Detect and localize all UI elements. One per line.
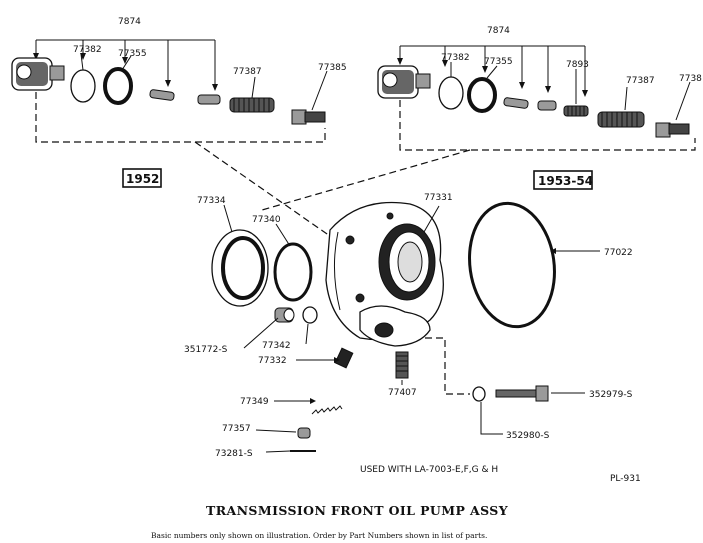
dashed-line-from-left-group bbox=[194, 141, 351, 251]
left-bracket-arrow-3 bbox=[122, 57, 128, 64]
diagram-title: TRANSMISSION FRONT OIL PUMP ASSY bbox=[206, 503, 509, 518]
leader-352980-s bbox=[480, 402, 503, 435]
label-77407: 77407 bbox=[388, 388, 417, 398]
right-valve-plug bbox=[377, 65, 431, 99]
label-77385-left: 77385 bbox=[318, 63, 347, 73]
left-bracket-arrow-4 bbox=[165, 80, 171, 87]
left-valve bbox=[197, 94, 221, 105]
left-oring bbox=[103, 67, 133, 105]
gasket-77342 bbox=[302, 306, 318, 324]
left-dashed-enclosure bbox=[35, 92, 326, 143]
right-spring bbox=[597, 111, 645, 128]
left-bracket-arrow-5 bbox=[212, 84, 218, 91]
label-77355-left: 77355 bbox=[118, 49, 147, 59]
oil-seal-ring-77340 bbox=[273, 242, 313, 302]
left-screw bbox=[291, 109, 326, 125]
label-352980-s: 352980-S bbox=[506, 431, 550, 441]
left-seal-ring bbox=[70, 69, 96, 103]
arrow-77349 bbox=[310, 398, 316, 404]
leader-351772-s bbox=[243, 317, 279, 349]
right-bracket-arrow-3 bbox=[482, 66, 488, 73]
dashed-line-from-right-group bbox=[261, 149, 471, 211]
leader-77334 bbox=[223, 204, 233, 233]
label-77357: 77357 bbox=[222, 424, 251, 434]
arrow-77022 bbox=[550, 248, 556, 254]
right-bracket-arrow-6 bbox=[582, 90, 588, 97]
right-bracket-lines bbox=[399, 45, 586, 94]
leader-77387-left bbox=[251, 76, 256, 99]
footnote: Basic numbers only shown on illustration… bbox=[151, 531, 487, 540]
left-bracket-arrow-1 bbox=[33, 53, 39, 60]
left-spring bbox=[229, 97, 275, 113]
usage-note: USED WITH LA-7003-E,F,G & H bbox=[360, 465, 498, 475]
label-77355-right: 77355 bbox=[484, 57, 513, 67]
right-oring bbox=[467, 77, 497, 113]
svg-text:1953-54: 1953-54 bbox=[538, 174, 593, 188]
label-77022: 77022 bbox=[604, 248, 633, 258]
year-label-1953-54: 1953-54 bbox=[533, 170, 593, 190]
year-label-1952: 1952 bbox=[122, 168, 162, 188]
left-bracket-lines bbox=[35, 39, 216, 88]
leader-77340 bbox=[275, 223, 291, 247]
right-bracket-label: 7874 bbox=[487, 26, 510, 36]
bolt-352979-s bbox=[495, 385, 549, 402]
leader-77355-right bbox=[486, 65, 498, 79]
pump-body-77331 bbox=[325, 201, 444, 347]
label-77340: 77340 bbox=[252, 215, 281, 225]
label-351772-s: 351772-S bbox=[184, 345, 228, 355]
label-77382-left: 77382 bbox=[73, 45, 102, 55]
label-77349: 77349 bbox=[240, 397, 269, 407]
bolt-alignment-dashed bbox=[425, 337, 470, 395]
right-seal-ring bbox=[438, 76, 464, 110]
label-352979-s: 352979-S bbox=[589, 390, 633, 400]
spring-77349 bbox=[311, 405, 343, 415]
washer-352980-s bbox=[472, 386, 486, 402]
left-pin bbox=[149, 89, 175, 101]
leader-77382-left bbox=[80, 53, 84, 71]
label-77332: 77332 bbox=[258, 356, 287, 366]
leader-77342 bbox=[305, 323, 309, 345]
top-left-parts-group: 7874 77382 77355 77387 bbox=[11, 17, 347, 143]
label-7738-right: 7738 bbox=[679, 74, 702, 84]
large-oring-77022 bbox=[468, 201, 556, 329]
spring-77407 bbox=[395, 351, 409, 379]
label-77387-left: 77387 bbox=[233, 67, 262, 77]
leader-73281-s bbox=[265, 450, 291, 453]
leader-77355-left bbox=[121, 55, 132, 71]
leader-77387-right bbox=[624, 86, 628, 111]
label-77331: 77331 bbox=[424, 193, 453, 203]
leader-77331 bbox=[423, 205, 440, 233]
plug-351772-s bbox=[274, 307, 295, 323]
label-77387-right: 77387 bbox=[626, 76, 655, 86]
label-7893-right: 7893 bbox=[566, 60, 589, 70]
right-bracket-arrow-4 bbox=[519, 82, 525, 89]
right-valve bbox=[537, 100, 557, 111]
right-screw bbox=[655, 122, 690, 138]
right-dashed-enclosure bbox=[399, 100, 696, 151]
right-bracket-arrow-5 bbox=[545, 86, 551, 93]
leader-77357 bbox=[255, 429, 297, 433]
leader-7738-right bbox=[675, 81, 691, 121]
front-seal-77334 bbox=[211, 229, 269, 307]
fitting-77332 bbox=[334, 347, 354, 369]
right-bracket-arrow-1 bbox=[397, 58, 403, 65]
left-valve-plug bbox=[11, 57, 65, 91]
label-77342: 77342 bbox=[262, 341, 291, 351]
right-pin bbox=[503, 97, 529, 109]
arrow-77332 bbox=[334, 357, 340, 363]
top-right-parts-group: 7874 77382 77355 7893 77387 bbox=[377, 26, 702, 151]
left-bracket-label: 7874 bbox=[118, 17, 141, 27]
right-small-spring bbox=[563, 105, 589, 117]
label-73281-s: 73281-S bbox=[215, 449, 253, 459]
right-bracket-arrow-2 bbox=[442, 60, 448, 67]
label-77382-right: 77382 bbox=[441, 53, 470, 63]
label-77334: 77334 bbox=[197, 196, 226, 206]
leader-77385-left bbox=[311, 70, 328, 111]
svg-text:1952: 1952 bbox=[126, 172, 159, 186]
plate-id: PL-931 bbox=[610, 474, 641, 484]
ball-77357 bbox=[297, 427, 311, 439]
